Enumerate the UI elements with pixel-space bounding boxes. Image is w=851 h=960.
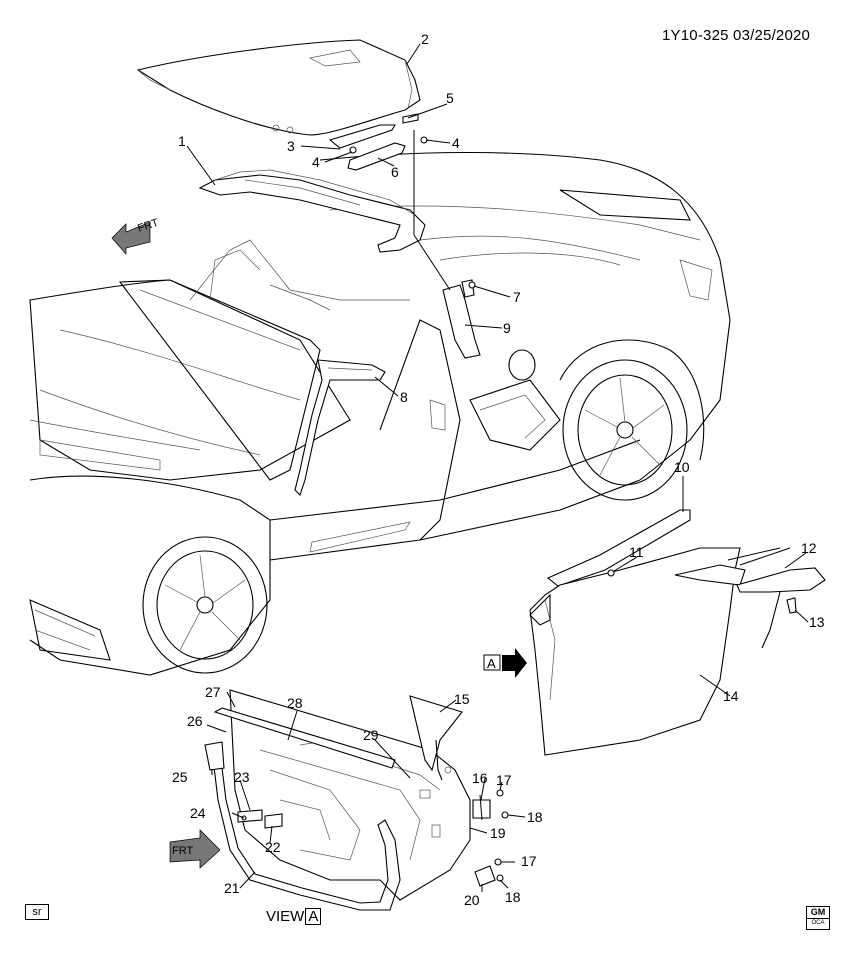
callout-26: 26 (187, 713, 203, 729)
callout-27: 27 (205, 684, 221, 700)
callout-7: 7 (513, 289, 521, 305)
callout-22: 22 (265, 839, 281, 855)
callout-25: 25 (172, 769, 188, 785)
frt-arrow-bottom (169, 829, 221, 869)
door-weatherstrip (204, 741, 401, 911)
lower-hinge (474, 858, 504, 887)
callout-29: 29 (363, 727, 379, 743)
upper-hinge (472, 789, 509, 821)
gm-logo: GM OCA (806, 906, 830, 930)
pillar-seal (294, 359, 386, 497)
b-pillar-molding (413, 234, 481, 359)
callout-17b: 17 (521, 853, 537, 869)
gm-logo-text: GM (810, 907, 826, 917)
callout-24: 24 (190, 805, 206, 821)
leader-lines (186, 43, 809, 892)
callout-5: 5 (446, 90, 454, 106)
callout-8: 8 (400, 389, 408, 405)
callout-20: 20 (464, 892, 480, 908)
callout-16: 16 (472, 770, 488, 786)
roof-seal-parts (328, 113, 428, 171)
callout-19: 19 (490, 825, 506, 841)
diagram-id: 1Y10-325 (662, 27, 729, 44)
corner-trim (409, 695, 463, 781)
roof-panel (136, 39, 421, 136)
view-text: VIEW (266, 908, 305, 925)
callout-18b: 18 (505, 889, 521, 905)
callout-10: 10 (674, 459, 690, 475)
callout-4b: 4 (452, 135, 460, 151)
door-assembly (529, 509, 741, 756)
view-letter: A (305, 908, 322, 925)
callout-11: 11 (629, 544, 644, 560)
mirror-trim (674, 547, 826, 649)
callout-3: 3 (287, 138, 295, 154)
callout-9: 9 (503, 320, 511, 336)
callout-21: 21 (224, 880, 240, 896)
car-body-outline (29, 151, 731, 676)
callout-23: 23 (234, 769, 250, 785)
belt-molding (213, 707, 396, 769)
callout-2: 2 (421, 31, 429, 47)
callout-14: 14 (723, 688, 739, 704)
callout-numbers: 1 2 3 4 4 5 6 7 8 9 10 11 12 13 14 15 16… (136, 31, 825, 908)
callout-6: 6 (391, 164, 399, 180)
callout-28: 28 (287, 695, 303, 711)
view-a-arrow (483, 648, 527, 678)
callout-17a: 17 (496, 772, 512, 788)
view-a-marker-letter: A (487, 656, 496, 671)
gm-logo-sub: OCA (807, 918, 829, 927)
sr-tag: sr (25, 904, 49, 920)
callout-4a: 4 (312, 154, 320, 170)
callout-18a: 18 (527, 809, 543, 825)
diagram-date: 03/25/2020 (733, 27, 811, 44)
frt-label-bottom: FRT (172, 845, 193, 857)
callout-12: 12 (801, 540, 817, 556)
roof-frame (198, 130, 426, 253)
callout-13: 13 (809, 614, 825, 630)
callout-15: 15 (454, 691, 470, 707)
frt-arrow-top (111, 221, 151, 255)
diagram-code: 1Y10-325 03/25/2020 (662, 27, 810, 44)
callout-1: 1 (178, 133, 186, 149)
